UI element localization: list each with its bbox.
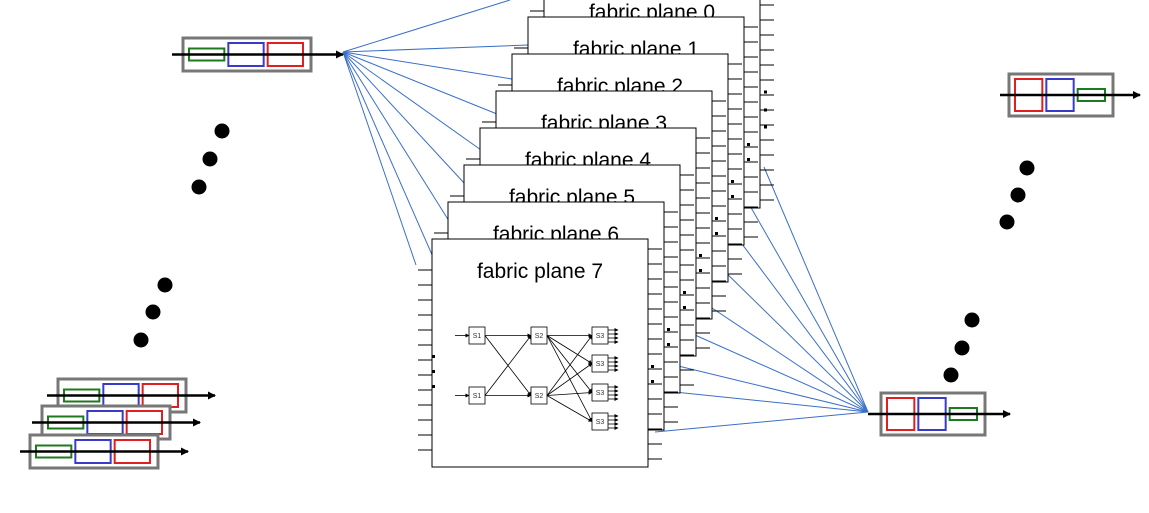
port-dot bbox=[764, 90, 767, 94]
stage-s3 bbox=[591, 326, 609, 345]
port-dot bbox=[699, 254, 702, 257]
ingress-link bbox=[342, 44, 529, 53]
stage-s2 bbox=[530, 326, 548, 345]
stage-s3 bbox=[591, 412, 609, 431]
port-dot bbox=[731, 180, 734, 183]
egress-link bbox=[654, 389, 869, 413]
ingress-link bbox=[342, 51, 434, 258]
stage-s3 bbox=[591, 383, 609, 402]
port-dot bbox=[747, 143, 750, 146]
stage-s3-label: S3 bbox=[596, 361, 605, 368]
ellipsis-dot bbox=[157, 277, 173, 293]
egress-links bbox=[654, 166, 869, 433]
port-dot bbox=[747, 158, 750, 161]
stage-s1 bbox=[468, 326, 486, 345]
fabric-plane-frame bbox=[431, 238, 649, 468]
fabric-plane-7: fabric plane 7 bbox=[418, 238, 662, 468]
port-dot bbox=[683, 291, 686, 294]
stage-link bbox=[546, 335, 593, 422]
stage-link bbox=[546, 395, 593, 422]
stage-s3-label: S3 bbox=[596, 333, 605, 340]
ingress-link bbox=[342, 51, 466, 185]
stage-link bbox=[546, 335, 593, 396]
ellipsis-dot bbox=[943, 367, 959, 383]
stage-s3 bbox=[591, 354, 609, 373]
port-dot bbox=[432, 370, 435, 373]
ingress-link bbox=[342, 51, 498, 115]
ingress-links bbox=[342, 0, 529, 266]
port-dot bbox=[764, 125, 767, 129]
egress-link bbox=[699, 299, 869, 413]
ellipsis-dot bbox=[954, 340, 970, 356]
egress-link bbox=[729, 227, 869, 413]
ingress-link bbox=[342, 51, 513, 80]
stage-link bbox=[484, 335, 532, 396]
ellipsis-dot bbox=[214, 123, 230, 139]
stage-s3-label: S3 bbox=[596, 390, 605, 397]
stage-link bbox=[546, 335, 593, 393]
port-dot bbox=[667, 343, 670, 346]
egress-link bbox=[763, 166, 869, 413]
stage-link bbox=[546, 390, 593, 396]
stage-s1 bbox=[468, 386, 486, 405]
port-dot bbox=[715, 217, 718, 220]
ellipsis-dot bbox=[191, 179, 207, 195]
stage-s2-label: S2 bbox=[535, 333, 544, 340]
ingress-link bbox=[342, 51, 450, 222]
egress-link bbox=[685, 330, 869, 413]
port-dot bbox=[432, 355, 435, 358]
egress-queue-top bbox=[1000, 72, 1141, 118]
port-dot bbox=[432, 385, 435, 388]
port-dot bbox=[667, 328, 670, 331]
stage-s2 bbox=[530, 386, 548, 405]
ellipsis-dot bbox=[133, 332, 149, 348]
port-dot bbox=[651, 365, 654, 368]
ellipsis-dot bbox=[202, 151, 218, 167]
port-dot bbox=[683, 306, 686, 309]
ingress-link bbox=[342, 0, 511, 53]
ellipsis-dot bbox=[964, 312, 980, 328]
fabric-plane-label: fabric plane 7 bbox=[477, 260, 603, 283]
packet-queues bbox=[20, 36, 1141, 470]
stage-s1-label: S1 bbox=[473, 393, 482, 400]
ellipsis-dot bbox=[145, 304, 161, 320]
port-dot bbox=[699, 269, 702, 272]
port-dot bbox=[764, 108, 767, 112]
port-dot bbox=[715, 232, 718, 235]
port-dot bbox=[731, 195, 734, 198]
egress-link bbox=[744, 196, 869, 413]
ellipsis-dot bbox=[999, 214, 1015, 230]
stage-link bbox=[546, 335, 593, 364]
egress-link bbox=[669, 363, 869, 413]
ingress-queue-top bbox=[172, 36, 344, 73]
egress-queue-bottom bbox=[868, 391, 1011, 437]
ellipsis-dots bbox=[133, 123, 1035, 383]
ingress-queue-stack-3 bbox=[20, 433, 189, 470]
egress-link bbox=[654, 411, 869, 433]
stage-link bbox=[546, 363, 593, 396]
ellipsis-dot bbox=[1010, 187, 1026, 203]
ellipsis-dot bbox=[1019, 160, 1035, 176]
stage-s1-label: S1 bbox=[473, 333, 482, 340]
port-dot bbox=[651, 380, 654, 383]
stage-s2-label: S2 bbox=[535, 393, 544, 400]
ingress-link bbox=[342, 51, 482, 151]
ingress-link bbox=[342, 51, 417, 266]
stage-s3-label: S3 bbox=[596, 419, 605, 426]
egress-link bbox=[714, 261, 869, 413]
